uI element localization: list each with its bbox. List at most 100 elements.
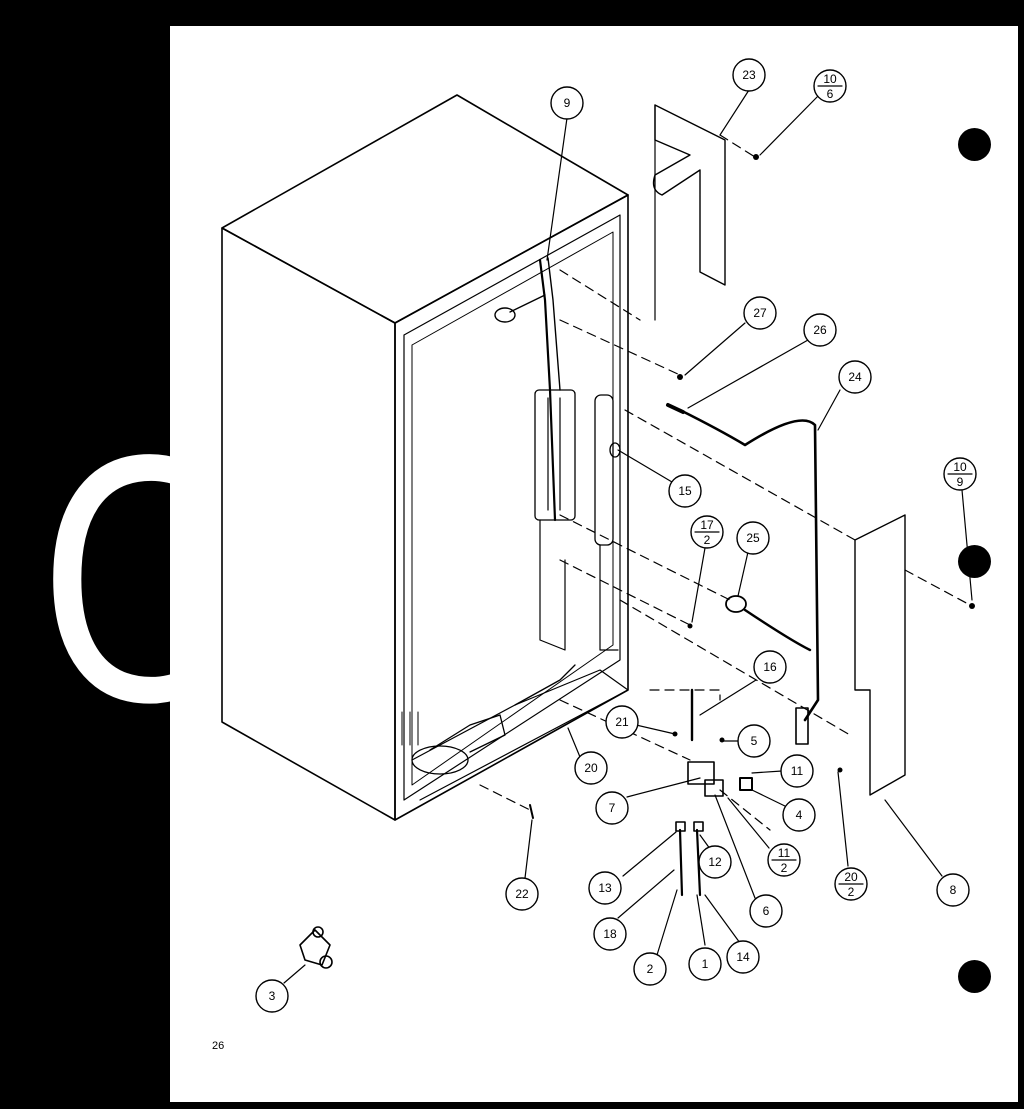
callout-4: 4: [782, 798, 816, 832]
screw-dots: [672, 154, 975, 773]
callout-denominator: 2: [704, 533, 711, 547]
callout-denominator: 6: [827, 87, 834, 101]
callout-numerator: 10: [953, 460, 967, 474]
callout-circle: [782, 798, 816, 832]
callout-leaders: [283, 89, 973, 984]
callout-18: 18: [593, 917, 627, 951]
callout-circle: [255, 979, 289, 1013]
callout-13: 13: [588, 871, 622, 905]
callout-circle: [936, 873, 970, 907]
callout-8: 8: [936, 873, 970, 907]
callout-label: 5: [751, 734, 758, 748]
callout-label: 1: [702, 957, 709, 971]
callout-label: 6: [763, 904, 770, 918]
callout-label: 12: [708, 855, 722, 869]
callout-22: 22: [505, 877, 539, 911]
punch-hole-bottom: [958, 960, 991, 993]
callout-circle: [838, 360, 872, 394]
callout-label: 21: [615, 715, 629, 729]
callout-label: 16: [763, 660, 777, 674]
tube-part-25: [743, 608, 812, 652]
callout-label: 15: [678, 484, 692, 498]
callout-denominator: 2: [848, 885, 855, 899]
callout-numerator: 10: [823, 72, 837, 86]
callout-6: 6: [749, 894, 783, 928]
callout-10-9: 109: [943, 457, 977, 491]
callout-label: 13: [598, 881, 612, 895]
callout-11-2: 112: [767, 843, 801, 877]
callout-circle: [668, 474, 702, 508]
valve-assembly: [687, 688, 809, 797]
callout-numerator: 11: [778, 846, 791, 860]
callout-label: 4: [796, 808, 803, 822]
callout-2: 2: [633, 952, 667, 986]
tube-part-24: [678, 408, 820, 722]
callout-circle: [505, 877, 539, 911]
callout-label: 3: [269, 989, 276, 1003]
callout-26: 26: [803, 313, 837, 347]
callout-circle: [749, 894, 783, 928]
callout-circle: [588, 871, 622, 905]
punch-hole-middle: [958, 545, 991, 578]
callout-20: 20: [574, 751, 608, 785]
callout-5: 5: [737, 724, 771, 758]
callout-circle: [743, 296, 777, 330]
exploded-view-lines: [479, 134, 971, 831]
callout-circle: [780, 754, 814, 788]
callout-15: 15: [668, 474, 702, 508]
callout-denominator: 9: [957, 475, 964, 489]
callout-label: 9: [564, 96, 571, 110]
callout-circle: [753, 650, 787, 684]
callout-label: 20: [584, 761, 598, 775]
callout-label: 25: [746, 531, 760, 545]
callout-denominator: 2: [781, 861, 788, 875]
callout-1: 1: [688, 947, 722, 981]
callout-circle: [605, 705, 639, 739]
callout-circle: [595, 791, 629, 825]
callout-11: 11: [780, 754, 814, 788]
callout-circle: [698, 845, 732, 879]
callout-numerator: 20: [844, 870, 858, 884]
callout-circle: [574, 751, 608, 785]
callout-label: 22: [515, 887, 529, 901]
callout-circle: [688, 947, 722, 981]
callout-27: 27: [743, 296, 777, 330]
callout-label: 2: [647, 962, 654, 976]
diagram-sheet: [170, 26, 1018, 1102]
callout-25: 25: [736, 521, 770, 555]
callout-label: 27: [753, 306, 767, 320]
callout-circle: [550, 86, 584, 120]
callout-12: 12: [698, 845, 732, 879]
callout-label: 8: [950, 883, 957, 897]
callout-10-6: 106: [813, 69, 847, 103]
callout-circle: [633, 952, 667, 986]
callout-3: 3: [255, 979, 289, 1013]
callout-circle: [726, 940, 760, 974]
callout-label: 23: [742, 68, 756, 82]
valve-part-3: [299, 926, 333, 969]
page-number: 26: [212, 1040, 225, 1052]
coupling-part-25: [725, 595, 747, 613]
callout-7: 7: [595, 791, 629, 825]
callout-label: 11: [791, 764, 804, 778]
punch-hole-top: [958, 128, 991, 161]
callout-circle: [803, 313, 837, 347]
callout-24: 24: [838, 360, 872, 394]
callout-23: 23: [732, 58, 766, 92]
bracket-part-23: [652, 104, 726, 321]
callout-16: 16: [753, 650, 787, 684]
panel-part-8: [854, 514, 906, 796]
callout-label: 24: [848, 370, 862, 384]
callout-label: 7: [609, 801, 616, 815]
callout-circle: [736, 521, 770, 555]
callout-label: 18: [603, 927, 617, 941]
callout-label: 14: [736, 950, 750, 964]
callout-17-2: 172: [690, 515, 724, 549]
callout-label: 26: [813, 323, 827, 337]
callout-circle: [737, 724, 771, 758]
callout-14: 14: [726, 940, 760, 974]
callout-9: 9: [550, 86, 584, 120]
